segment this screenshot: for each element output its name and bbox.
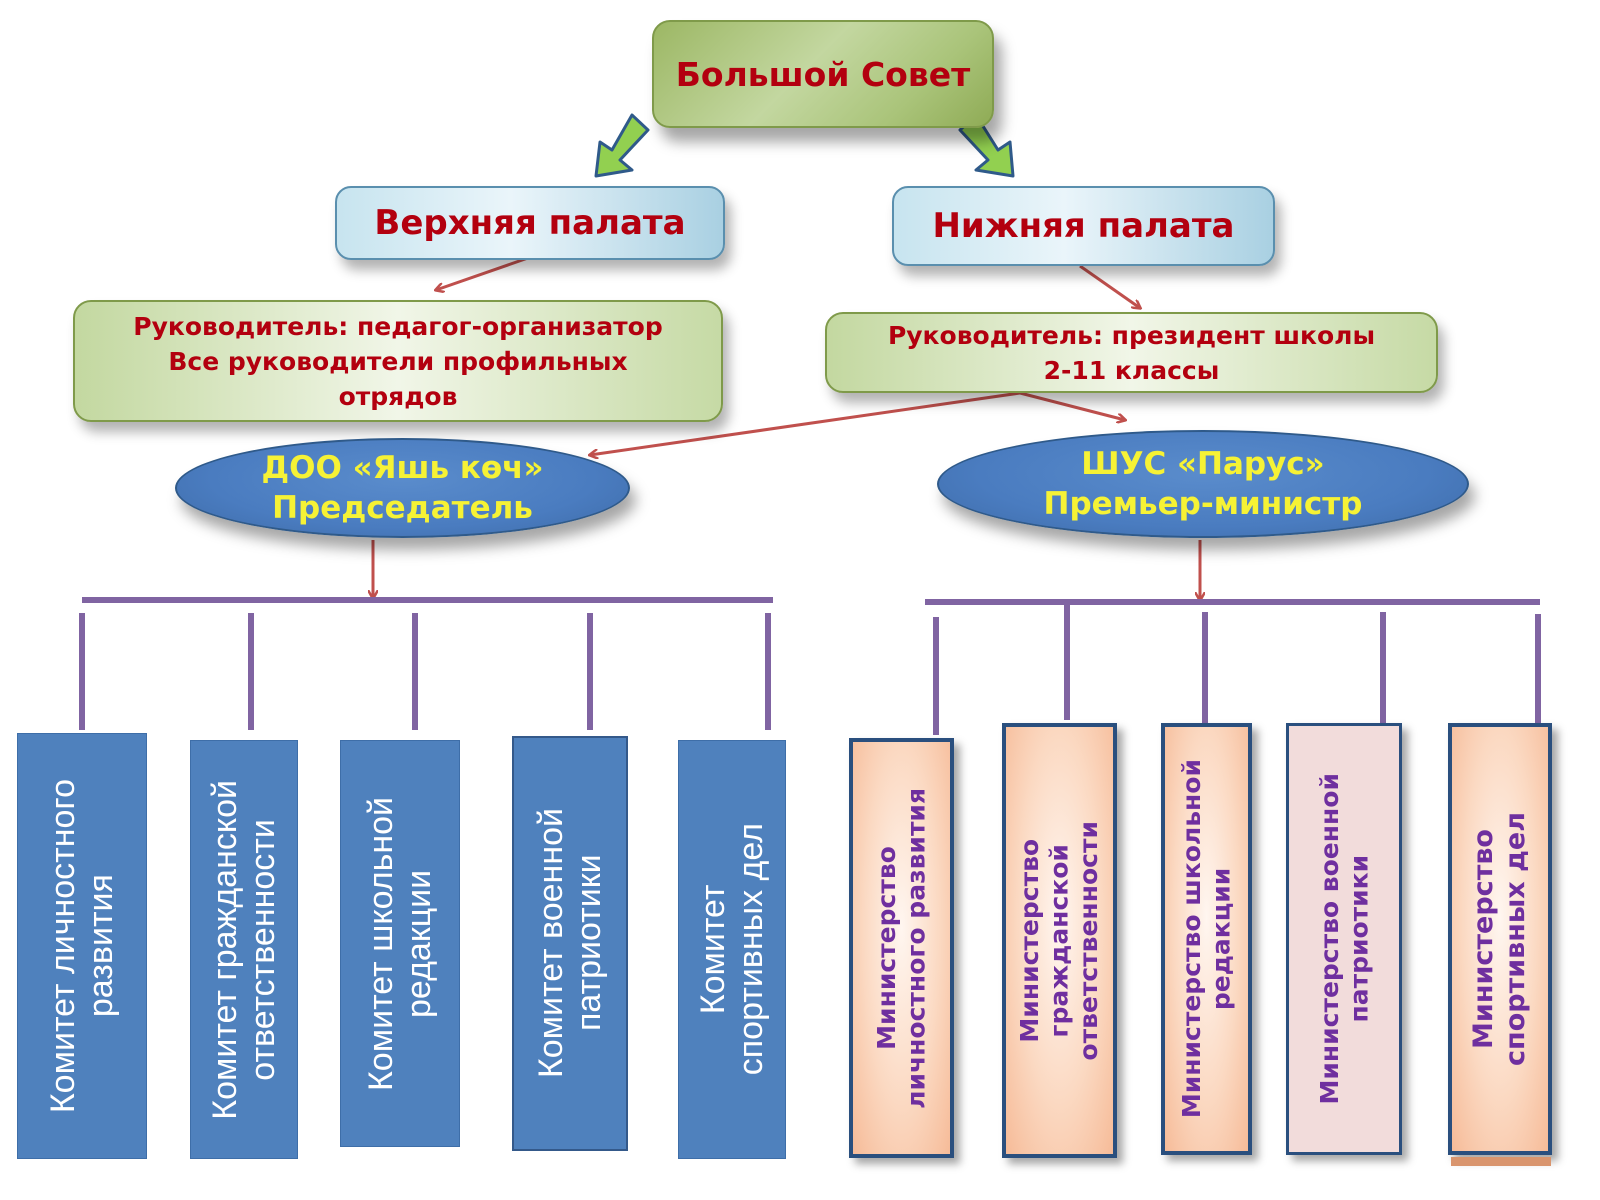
ministry-label: Министерство гражданской ответственности	[1015, 820, 1104, 1061]
big-arrow-left-icon	[594, 113, 650, 178]
committee-box: Комитет спортивных дел	[678, 740, 786, 1159]
committee-label: Комитет военной патриотики	[531, 808, 608, 1079]
ministry-label: Министерство военной патриотики	[1314, 773, 1374, 1105]
ministry-box-base-decoration	[1451, 1157, 1551, 1166]
arrow-leader-to-doo	[590, 391, 1021, 455]
ministry-label: Министерство личностного развития	[872, 787, 931, 1109]
upper-leader-line-3: отрядов	[338, 381, 458, 411]
big-council-box: Большой Совет	[652, 20, 994, 128]
lower-leader-line-2: 2-11 классы	[1043, 355, 1220, 385]
committee-label: Комитет гражданской ответственности	[205, 779, 282, 1120]
right-bus-connector	[925, 599, 1541, 735]
big-council-label: Большой Совет	[675, 54, 971, 94]
arrow-leader-to-shus	[1019, 391, 1125, 420]
upper-chamber-label: Верхняя палата	[374, 203, 686, 243]
ministry-box: Министерство школьной редакции	[1161, 723, 1252, 1155]
lower-chamber-label: Нижняя палата	[932, 206, 1235, 246]
upper-leader-line-2: Все руководители профильных	[168, 346, 628, 376]
committee-box: Комитет личностного развития	[17, 733, 147, 1159]
ministry-box: Министерство личностного развития	[849, 738, 954, 1158]
ministry-box: Министерство спортивных дел	[1448, 723, 1552, 1155]
upper-leader-line-1: Руководитель: педагог-организатор	[133, 311, 663, 341]
arrow-upper-to-leader	[436, 256, 529, 290]
committee-box: Комитет военной патриотики	[512, 736, 628, 1151]
ministry-label: Министерство спортивных дел	[1468, 812, 1531, 1066]
committee-box: Комитет гражданской ответственности	[190, 740, 298, 1159]
committee-label: Комитет школьной редакции	[361, 796, 438, 1091]
lower-leader-box: Руководитель: президент школы 2-11 класс…	[825, 312, 1438, 393]
shus-ellipse: ШУС «Парус» Премьер-министр	[937, 430, 1469, 538]
upper-leader-box: Руководитель: педагог-организатор Все ру…	[73, 300, 723, 422]
ministry-box: Министерство гражданской ответственности	[1002, 723, 1117, 1158]
doo-role: Председатель	[272, 490, 533, 526]
lower-leader-line-1: Руководитель: президент школы	[887, 320, 1376, 350]
arrow-lower-to-leader	[1079, 264, 1140, 308]
ministry-label: Министерство школьной редакции	[1177, 759, 1236, 1119]
lower-chamber-box: Нижняя палата	[892, 186, 1275, 266]
committee-box: Комитет школьной редакции	[340, 740, 460, 1147]
doo-ellipse: ДОО «Яшь көч» Председатель	[175, 438, 630, 538]
doo-name: ДОО «Яшь көч»	[261, 449, 544, 486]
left-bus-connector	[79, 597, 773, 730]
big-arrow-right-icon	[958, 113, 1015, 178]
committee-label: Комитет личностного развития	[43, 778, 120, 1114]
committee-label: Комитет спортивных дел	[693, 823, 770, 1076]
shus-role: Премьер-министр	[1043, 486, 1363, 522]
ministry-box: Министерство военной патриотики	[1286, 723, 1402, 1155]
upper-chamber-box: Верхняя палата	[335, 186, 725, 260]
shus-name: ШУС «Парус»	[1081, 445, 1325, 482]
